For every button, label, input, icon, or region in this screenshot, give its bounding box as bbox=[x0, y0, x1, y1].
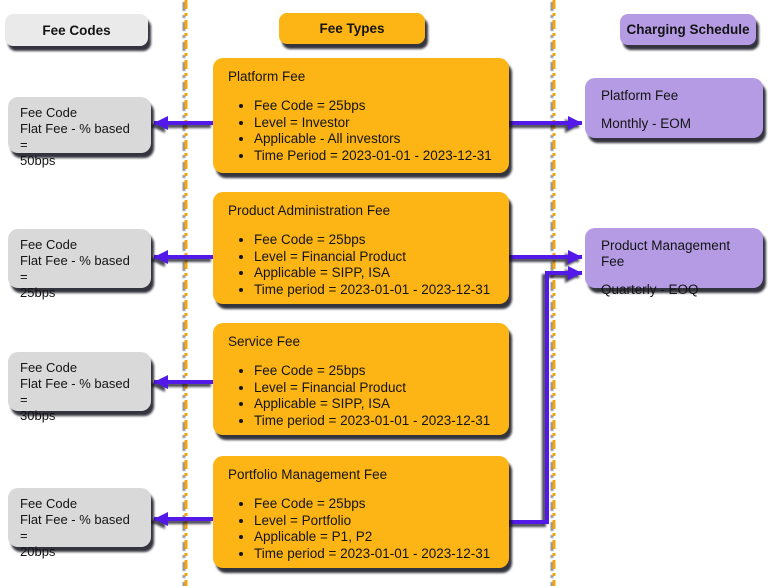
fee-type-title: Product Administration Fee bbox=[228, 203, 391, 218]
fee-code-line: 30bps bbox=[20, 408, 56, 423]
fee-code-line: Flat Fee - % based = bbox=[20, 376, 130, 407]
fee-type-attribute: Level = Portfolio bbox=[254, 513, 499, 530]
fee-type-attribute: Time Period = 2023-01-01 - 2023-12-31 bbox=[254, 148, 499, 165]
fee-type-attributes: Fee Code = 25bps Level = Investor Applic… bbox=[228, 98, 499, 164]
charging-schedule-header-label: Charging Schedule bbox=[626, 22, 750, 37]
fee-code-line: Flat Fee - % based = bbox=[20, 121, 130, 152]
fee-type-attribute: Fee Code = 25bps bbox=[254, 232, 499, 249]
charging-schedule-header: Charging Schedule bbox=[620, 14, 756, 45]
fee-type-attribute: Applicable - All investors bbox=[254, 131, 499, 148]
fee-type-attributes: Fee Code = 25bps Level = Financial Produ… bbox=[228, 363, 499, 429]
fee-type-attribute: Level = Financial Product bbox=[254, 380, 499, 397]
fee-type-attribute: Fee Code = 25bps bbox=[254, 98, 499, 115]
fee-type-attribute: Fee Code = 25bps bbox=[254, 496, 499, 513]
fee-code-line: Flat Fee - % based = bbox=[20, 253, 130, 284]
fee-type-attributes: Fee Code = 25bps Level = Portfolio Appli… bbox=[228, 496, 499, 562]
schedule-line: Platform Fee bbox=[601, 88, 679, 103]
fee-type-node-portfolio-management-fee: Portfolio Management Fee Fee Code = 25bp… bbox=[213, 456, 509, 568]
fee-code-line: 50bps bbox=[20, 153, 56, 168]
schedule-node-product-management-fee: Product Management Fee Quarterly - EOQ bbox=[585, 228, 763, 297]
fee-type-attribute: Time period = 2023-01-01 - 2023-12-31 bbox=[254, 413, 499, 430]
fee-code-line: Fee Code bbox=[20, 105, 78, 120]
schedule-line: Product Management Fee bbox=[601, 238, 731, 269]
fee-code-line: 25bps bbox=[20, 285, 56, 300]
fee-code-line: Fee Code bbox=[20, 496, 78, 511]
fee-types-header: Fee Types bbox=[279, 13, 425, 44]
fee-type-title: Service Fee bbox=[228, 334, 301, 349]
schedule-line: Monthly - EOM bbox=[601, 116, 692, 131]
fee-type-attributes: Fee Code = 25bps Level = Financial Produ… bbox=[228, 232, 499, 298]
fee-type-attribute: Fee Code = 25bps bbox=[254, 363, 499, 380]
fee-type-attribute: Applicable = SIPP, ISA bbox=[254, 396, 499, 413]
fee-type-attribute: Applicable = SIPP, ISA bbox=[254, 265, 499, 282]
fee-type-attribute: Level = Investor bbox=[254, 115, 499, 132]
schedule-line: Quarterly - EOQ bbox=[601, 282, 699, 297]
fee-type-node-product-administration-fee: Product Administration Fee Fee Code = 25… bbox=[213, 192, 509, 304]
fee-types-header-label: Fee Types bbox=[319, 21, 385, 36]
fee-code-node-20bps: Fee Code Flat Fee - % based = 20bps bbox=[8, 488, 151, 559]
fee-codes-header: Fee Codes bbox=[5, 14, 148, 46]
fee-type-title: Portfolio Management Fee bbox=[228, 467, 388, 482]
fee-code-line: Fee Code bbox=[20, 360, 78, 375]
fee-type-attribute: Level = Financial Product bbox=[254, 249, 499, 266]
fee-type-attribute: Time period = 2023-01-01 - 2023-12-31 bbox=[254, 546, 499, 563]
fee-code-line: 20bps bbox=[20, 544, 56, 559]
fee-code-line: Flat Fee - % based = bbox=[20, 512, 130, 543]
fee-type-attribute: Time period = 2023-01-01 - 2023-12-31 bbox=[254, 282, 499, 299]
fee-type-title: Platform Fee bbox=[228, 69, 306, 84]
fee-type-attribute: Applicable = P1, P2 bbox=[254, 529, 499, 546]
connector-portfolio-to-schedule2-elbow bbox=[508, 266, 582, 524]
fee-type-node-service-fee: Service Fee Fee Code = 25bps Level = Fin… bbox=[213, 323, 509, 435]
schedule-node-platform-fee: Platform Fee Monthly - EOM bbox=[585, 78, 763, 138]
fee-code-node-50bps: Fee Code Flat Fee - % based = 50bps bbox=[8, 97, 151, 168]
fee-code-node-30bps: Fee Code Flat Fee - % based = 30bps bbox=[8, 352, 151, 423]
fee-code-line: Fee Code bbox=[20, 237, 78, 252]
fee-type-node-platform-fee: Platform Fee Fee Code = 25bps Level = In… bbox=[213, 58, 509, 173]
fee-codes-header-label: Fee Codes bbox=[42, 22, 111, 38]
fee-code-node-25bps: Fee Code Flat Fee - % based = 25bps bbox=[8, 229, 151, 300]
